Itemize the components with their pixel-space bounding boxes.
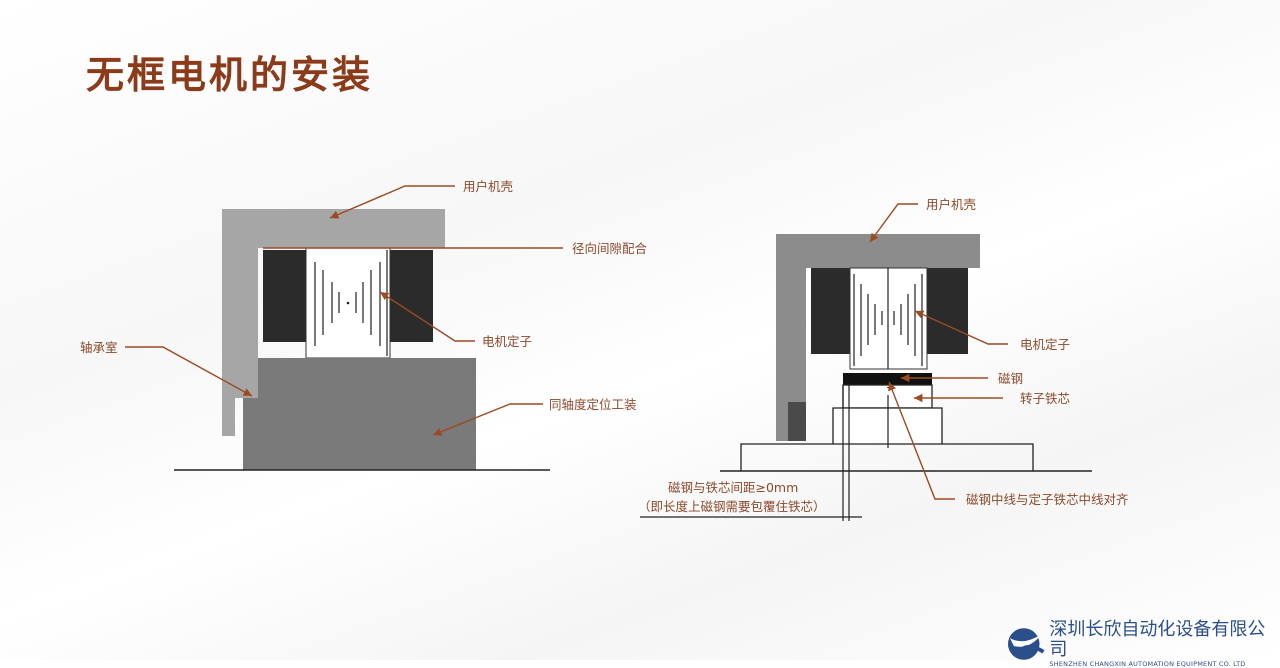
label-alignment: 磁钢中线与定子铁芯中线对齐: [966, 492, 1129, 507]
stator-winding-lines: [853, 268, 923, 369]
bearing-block: [788, 402, 806, 441]
label-spacing-line2: （即长度上磁钢需要包覆住铁芯）: [638, 499, 826, 514]
stator-coil-left: [263, 250, 306, 342]
label-bearing-chamber: 轴承室: [80, 340, 118, 355]
magnet: [843, 373, 932, 385]
label-stator: 电机定子: [1020, 337, 1070, 352]
label-radial-fit: 径向间隙配合: [572, 241, 648, 256]
label-housing: 用户机壳: [926, 197, 976, 212]
label-stator: 电机定子: [482, 334, 532, 349]
rotor-base: [740, 443, 1034, 471]
label-rotor-core: 转子铁芯: [1020, 391, 1070, 406]
label-spacing-line1: 磁钢与铁芯间距≥0mm: [668, 480, 798, 495]
right-diagram: 用户机壳 电机定子 磁钢 转子铁芯 磁钢中线与定子铁芯中线对齐 磁钢与铁芯间距≥…: [638, 197, 1129, 521]
stator-coil-left: [811, 268, 852, 354]
company-name-en: SHENZHEN CHANGXIN AUTOMATION EQUIPMENT C…: [1049, 660, 1246, 668]
coaxial-fixture: [243, 358, 476, 470]
stator-winding-lines: [314, 250, 388, 356]
left-diagram: 用户机壳 径向间隙配合 电机定子 轴承室 同轴度定位工装: [80, 179, 648, 471]
stator-coil-right: [390, 250, 433, 342]
label-housing: 用户机壳: [463, 179, 513, 194]
user-housing: [222, 209, 445, 436]
company-logo-icon: [1007, 628, 1045, 660]
stator-coil-right: [927, 268, 968, 354]
company-logo: 深圳长欣自动化设备有限公司 SHENZHEN CHANGXIN AUTOMATI…: [1006, 620, 1280, 668]
label-fixture: 同轴度定位工装: [549, 397, 637, 412]
company-name-cn: 深圳长欣自动化设备有限公司: [1049, 619, 1266, 660]
slide-title: 无框电机的安装: [86, 53, 374, 97]
label-magnet: 磁钢: [998, 371, 1023, 386]
